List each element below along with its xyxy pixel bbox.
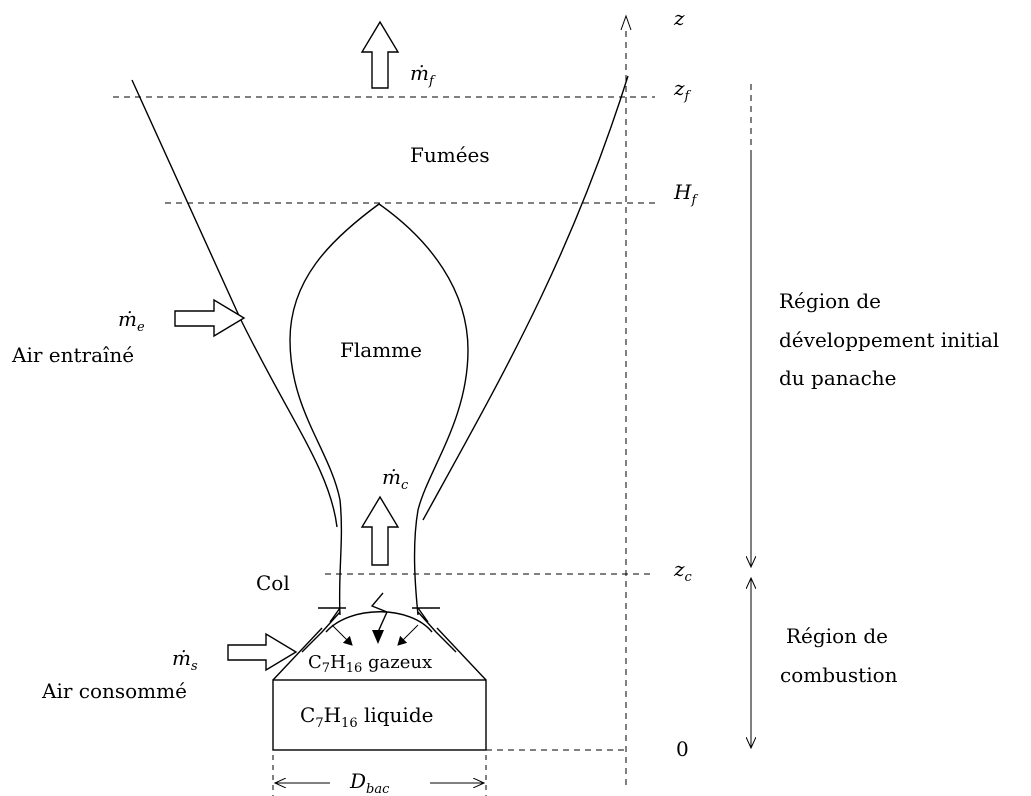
smoke-zone-label: Fumées	[410, 143, 490, 167]
gas-region-outline	[272, 627, 487, 681]
flame-outline-right	[378, 203, 469, 616]
smoke-outflow-arrow	[360, 20, 400, 89]
combustion-region-label-line2: combustion	[780, 663, 898, 687]
radiation-arrow-head	[372, 630, 384, 644]
hf-label: Hf	[673, 180, 698, 208]
plume-left-boundary	[131, 79, 338, 528]
liquid-pool-box	[272, 679, 487, 751]
zero-label: 0	[676, 737, 689, 761]
consumed-air-label: ṁs	[172, 646, 198, 674]
gas-dome	[325, 611, 433, 633]
smoke-outflow-label: ṁf	[410, 61, 436, 89]
col-flow-label: ṁc	[382, 465, 409, 493]
combustion-region-label-line1: Région de	[786, 624, 888, 648]
heat-arrow-right	[397, 624, 419, 646]
zc-label: zc	[673, 557, 693, 585]
heat-arrow-left	[331, 624, 353, 646]
plume-region-label-line3: du panache	[779, 366, 897, 390]
z-axis-label: z	[673, 6, 685, 30]
radiation-zigzag	[370, 592, 388, 633]
zf-label: zf	[673, 76, 692, 104]
entrained-air-caption: Air entraîné	[11, 343, 134, 367]
consumed-air-caption: Air consommé	[41, 679, 187, 703]
z-axis-arrowhead	[620, 14, 632, 31]
plume-right-boundary	[422, 75, 629, 521]
plume-region-label-line2: développement initial	[779, 328, 999, 352]
flame-zone-label: Flamme	[340, 338, 422, 362]
col-flow-arrow	[360, 495, 400, 566]
liquid-fuel-label: C7H16 liquide	[300, 703, 433, 731]
consumed-air-arrow	[227, 632, 298, 672]
neck-tick-left	[301, 607, 346, 653]
flame-outline	[289, 203, 380, 616]
dbac-label: Dbac	[349, 769, 390, 796]
entrained-air-arrow	[174, 298, 246, 338]
neck-label: Col	[256, 571, 290, 595]
gas-fuel-label: C7H16 gazeux	[308, 652, 432, 676]
entrained-air-label: ṁe	[118, 307, 145, 335]
neck-tick-right	[412, 607, 457, 653]
plume-region-label-line1: Région de	[779, 289, 881, 313]
